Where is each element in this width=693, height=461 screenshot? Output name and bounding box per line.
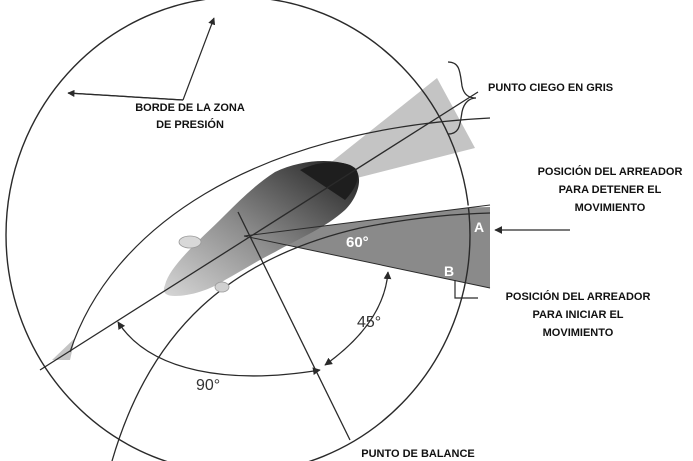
stop-position-label-2: PARA DETENER EL bbox=[559, 184, 662, 196]
pressure-zone-pointer bbox=[67, 18, 214, 101]
ninety-degree-label: 90° bbox=[196, 377, 220, 394]
start-position-label-3: MOVIMIENTO bbox=[543, 327, 614, 339]
position-b-marker: B bbox=[444, 263, 454, 279]
pointer-to-circle-left bbox=[67, 89, 184, 101]
pressure-zone-circle bbox=[5, 0, 471, 461]
position-a-marker: A bbox=[474, 219, 484, 235]
blind-spot-label: PUNTO CIEGO EN GRIS bbox=[488, 82, 613, 94]
sixty-degree-sector bbox=[244, 205, 490, 288]
sector-lower-edge bbox=[243, 235, 491, 289]
start-position-label-1: POSICIÓN DEL ARREADOR bbox=[506, 290, 651, 303]
animal-silhouette bbox=[163, 160, 360, 296]
forty-five-degree-label: 45° bbox=[357, 314, 381, 331]
balance-point-label: PUNTO DE BALANCE bbox=[361, 448, 474, 460]
blind-spot-brace bbox=[447, 61, 477, 135]
body-axis-line bbox=[39, 91, 479, 371]
forty-five-degree-arc bbox=[324, 271, 392, 366]
inner-arc-upper bbox=[69, 117, 491, 353]
sector-upper-edge bbox=[243, 204, 491, 237]
rear-blind-spot-wedge bbox=[52, 338, 75, 360]
bracket-to-b bbox=[454, 280, 478, 299]
pressure-zone-label-2: DE PRESIÓN bbox=[156, 118, 224, 131]
stop-position-label-1: POSICIÓN DEL ARREADOR bbox=[538, 165, 683, 178]
pressure-zone-label-1: BORDE DE LA ZONA bbox=[135, 102, 245, 114]
stop-position-label-3: MOVIMIENTO bbox=[575, 202, 646, 214]
ninety-degree-arc bbox=[117, 321, 321, 377]
sixty-degree-label: 60° bbox=[346, 234, 369, 251]
start-position-label-2: PARA INICIAR EL bbox=[532, 309, 623, 321]
